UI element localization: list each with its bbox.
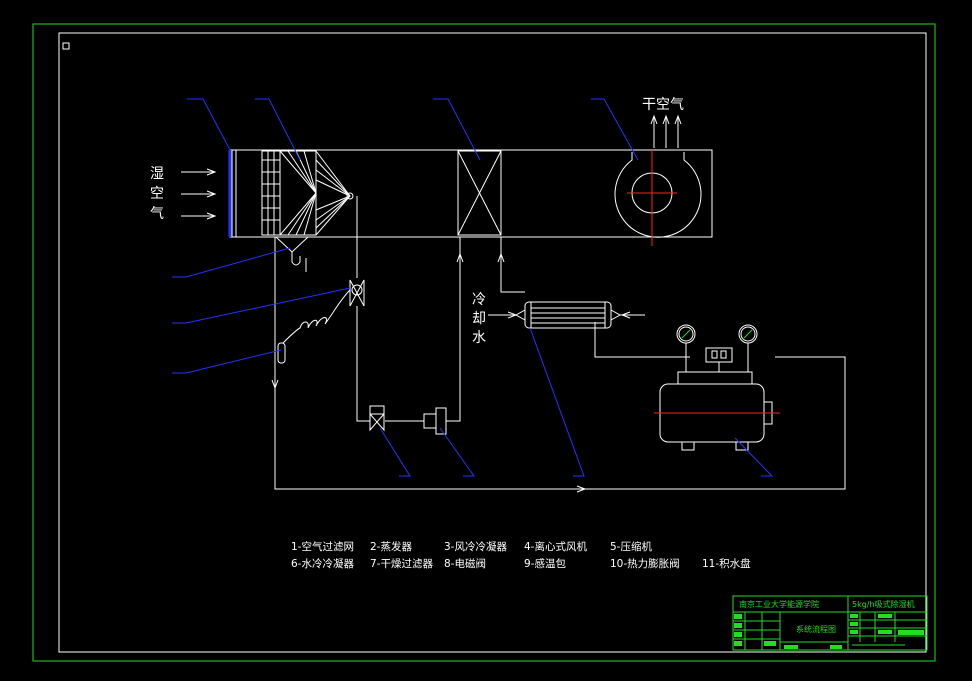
legend-item: 8-电磁阀: [444, 557, 486, 570]
leader-lines: [172, 98, 774, 477]
legend-item: 7-干燥过滤器: [370, 557, 433, 570]
solenoid-valve: [369, 405, 385, 432]
outer-frame: [32, 23, 936, 662]
svg-text:冷: 冷: [472, 292, 486, 308]
humid-air-label: 湿 空 气: [150, 166, 164, 222]
outlet-arrows: [650, 114, 682, 148]
legend-item: 11-积水盘: [702, 557, 751, 570]
cooling-water-label: 冷 却 水: [472, 292, 486, 346]
dryer-filter: [423, 407, 447, 435]
air-cooled-condenser: [457, 150, 502, 236]
legend-item: 5-压缩机: [610, 540, 652, 553]
corner-marker: [62, 42, 70, 50]
svg-text:湿: 湿: [150, 166, 164, 182]
component-legend: 1-空气过滤网 2-蒸发器 3-风冷冷凝器 4-离心式风机 5-压缩机 6-水冷…: [291, 540, 751, 570]
inner-frame: [58, 32, 927, 653]
expansion-valve: [349, 279, 365, 307]
water-cooled-condenser: [488, 301, 645, 329]
svg-text:气: 气: [150, 206, 164, 222]
drain-pan: [275, 236, 309, 272]
svg-text:空: 空: [150, 186, 164, 202]
inlet-arrows: [181, 168, 217, 220]
air-filter: [228, 149, 237, 238]
svg-text:水: 水: [472, 330, 486, 346]
legend-item: 1-空气过滤网: [291, 540, 354, 553]
legend-item: 4-离心式风机: [524, 540, 587, 553]
refrigerant-piping: [271, 196, 846, 493]
dry-air-label: 干空气: [642, 97, 684, 113]
legend-item: 3-风冷冷凝器: [444, 540, 507, 553]
legend-item: 10-热力膨胀阀: [610, 557, 680, 570]
legend-item: 2-蒸发器: [370, 540, 412, 553]
title-block-product: 5kg/h吸式除湿机: [852, 599, 915, 609]
legend-item: 9-感温包: [524, 557, 566, 570]
compressor: [654, 324, 780, 451]
title-block-drawing: 系统流程图: [796, 624, 836, 634]
sensing-bulb: [277, 289, 351, 364]
title-block: 南京工业大学能源学院 5kg/h吸式除湿机 系统流程图: [732, 595, 928, 651]
centrifugal-fan: [614, 150, 702, 246]
title-block-school: 南京工业大学能源学院: [739, 599, 819, 609]
legend-item: 6-水冷冷凝器: [291, 557, 354, 570]
svg-text:却: 却: [472, 311, 486, 327]
evaporator: [261, 150, 354, 236]
